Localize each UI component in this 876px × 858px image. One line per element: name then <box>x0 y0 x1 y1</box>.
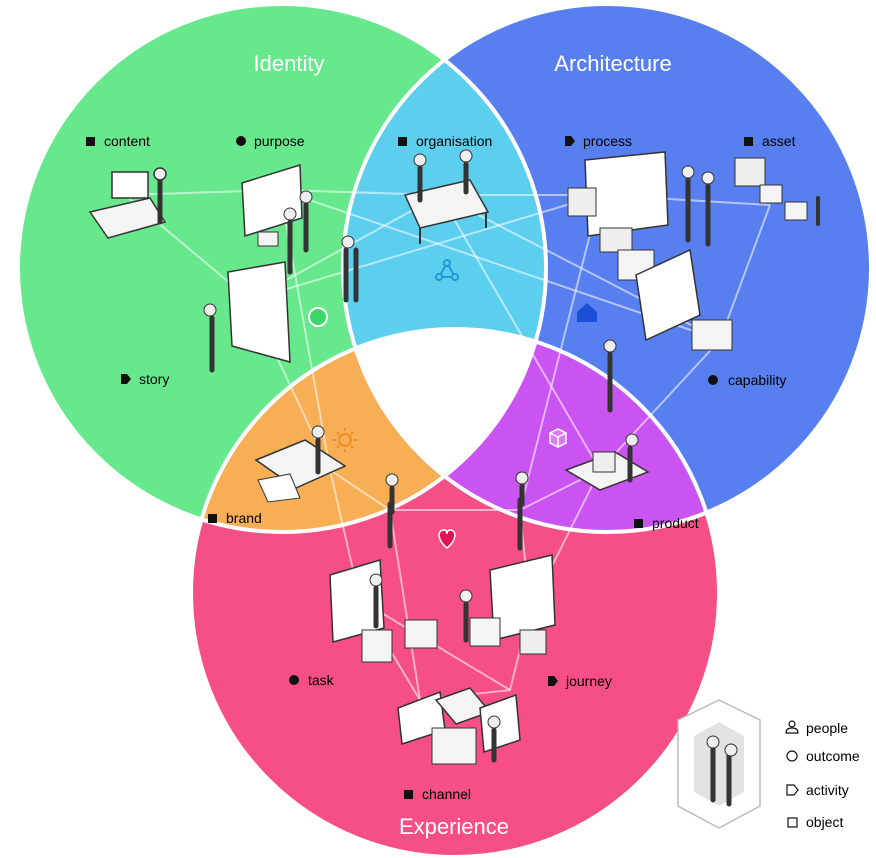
legend-activity: activity <box>786 782 849 798</box>
identity-title: Identity <box>254 51 325 76</box>
element-label: product <box>652 515 699 531</box>
sun-icon <box>333 428 357 452</box>
architecture-title: Architecture <box>554 51 671 76</box>
legend-figure <box>677 699 761 829</box>
element-product: product <box>634 515 699 531</box>
element-label: organisation <box>416 133 492 149</box>
illustration-journey <box>459 554 556 655</box>
circle-outline-icon <box>786 750 798 762</box>
element-story: story <box>121 371 169 387</box>
element-capability: capability <box>708 372 786 388</box>
element-label: asset <box>762 133 796 149</box>
legend-people: people <box>785 720 848 736</box>
element-purpose: purpose <box>236 133 305 149</box>
tag-outline-icon <box>786 784 799 796</box>
element-task: task <box>289 672 335 688</box>
element-label: purpose <box>254 133 305 149</box>
element-label: task <box>308 672 335 688</box>
architecture-outline <box>341 2 873 534</box>
network-icon <box>435 259 459 281</box>
experience-outline <box>189 327 721 858</box>
element-label: channel <box>422 786 471 802</box>
element-journey: journey <box>548 673 612 689</box>
legend-label: object <box>806 814 843 830</box>
legend-outcome: outcome <box>786 748 860 764</box>
house-icon <box>577 303 597 322</box>
element-content: content <box>86 133 150 149</box>
illustration-purpose <box>241 163 313 275</box>
element-label: story <box>139 371 169 387</box>
element-label: brand <box>226 510 262 526</box>
illustration-channel <box>397 687 521 765</box>
illustration-organisation <box>341 149 490 303</box>
element-channel: channel <box>404 786 471 802</box>
person-icon <box>785 720 799 734</box>
legend-label: people <box>806 720 848 736</box>
element-label: journey <box>565 673 612 689</box>
circle-icon <box>308 307 328 327</box>
element-process: process <box>565 133 632 149</box>
legend-label: outcome <box>806 748 860 764</box>
element-brand: brand <box>208 510 262 526</box>
illustration-story <box>203 261 291 373</box>
heart-icon <box>438 529 456 549</box>
illustration-task <box>329 559 438 663</box>
legend-label: activity <box>806 782 849 798</box>
element-asset: asset <box>744 133 796 149</box>
element-label: capability <box>728 372 786 388</box>
architecture-experience-overlap <box>343 329 719 532</box>
illustration-content <box>88 167 167 239</box>
square-outline-icon <box>787 817 798 828</box>
legend: people outcome activity object <box>677 699 860 830</box>
identity-outline <box>16 2 548 534</box>
illustration-asset <box>734 157 820 226</box>
illustration-product <box>515 433 650 551</box>
experience-title: Experience <box>399 814 509 839</box>
cube-icon <box>549 428 567 448</box>
illustration-brand <box>254 425 399 549</box>
element-label: content <box>104 133 150 149</box>
element-label: process <box>583 133 632 149</box>
legend-object: object <box>787 814 843 830</box>
illustration-capability <box>603 248 733 413</box>
element-organisation: organisation <box>398 133 492 149</box>
